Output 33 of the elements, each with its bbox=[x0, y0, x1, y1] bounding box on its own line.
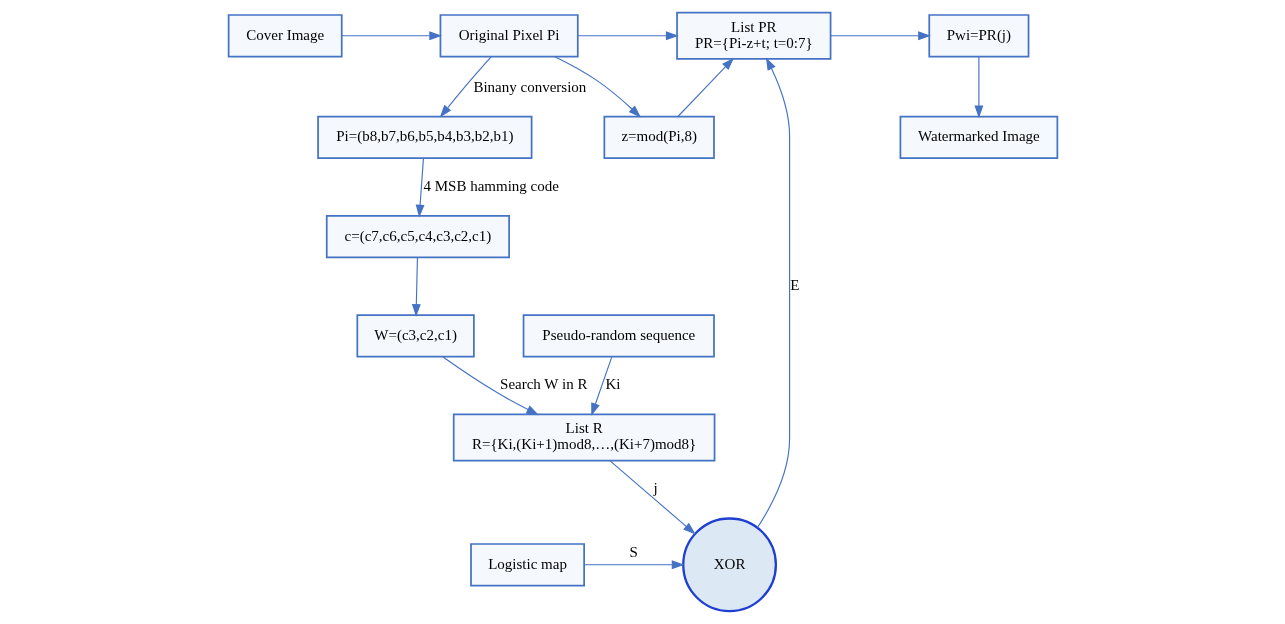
node-box: Pseudo-random sequence bbox=[522, 314, 715, 358]
node-box: Original Pixel Pi bbox=[439, 14, 579, 58]
arrow bbox=[677, 57, 734, 117]
arrow bbox=[340, 31, 442, 41]
node-box: W=(c3,c2,c1) bbox=[355, 314, 475, 358]
node-box: Cover Image bbox=[227, 14, 343, 58]
arrow bbox=[576, 31, 679, 41]
node-box: List PR PR={Pi-z+t; t=0:7} bbox=[675, 11, 831, 60]
node-box: Watermarked Image bbox=[899, 115, 1058, 159]
edge-label: E bbox=[789, 277, 799, 294]
arrow bbox=[756, 57, 790, 529]
node-box: c=(c7,c6,c5,c4,c3,c2,c1) bbox=[325, 214, 510, 259]
arrow bbox=[829, 31, 931, 41]
edge-label: S bbox=[628, 544, 638, 561]
edge-label: Ki bbox=[604, 376, 620, 393]
node-box: Logistic map bbox=[469, 543, 585, 587]
node-box: Pi=(b8,b7,b6,b5,b4,b3,b2,b1) bbox=[316, 115, 532, 159]
arrow bbox=[441, 356, 539, 416]
arrow bbox=[553, 56, 641, 118]
arrow bbox=[973, 56, 983, 119]
node-box: Pwi=PR(j) bbox=[927, 14, 1029, 58]
arrow bbox=[439, 56, 492, 118]
arrow bbox=[411, 257, 421, 317]
node-box: List R R={Ki,(Ki+1)mod8,…,(Ki+7)mod8} bbox=[452, 413, 715, 462]
node-box: z=mod(Pi,8) bbox=[602, 115, 715, 159]
arrow bbox=[415, 158, 425, 218]
arrow bbox=[583, 560, 684, 570]
arrow bbox=[590, 356, 612, 416]
edge-label: Binany conversion bbox=[472, 78, 586, 95]
edge-label: 4 MSB hamming code bbox=[423, 177, 559, 194]
edge-label: Search W in R bbox=[499, 376, 587, 393]
arrow bbox=[608, 460, 696, 535]
edge-label: j bbox=[653, 480, 658, 497]
